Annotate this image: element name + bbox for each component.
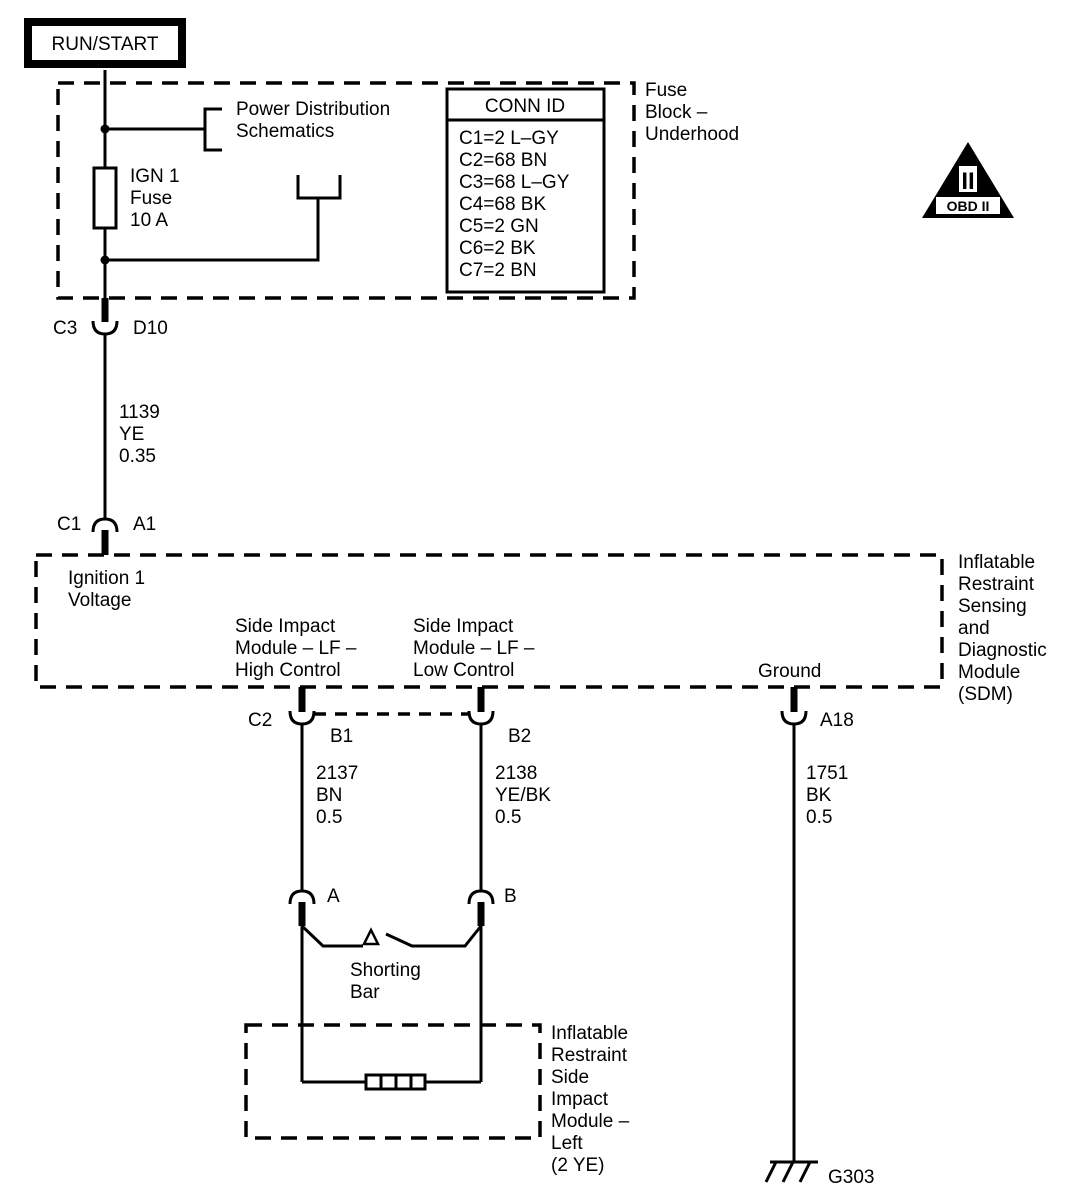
conn-id-item-5: C5=2 GN xyxy=(459,216,539,237)
wire-2137-size: 0.5 xyxy=(316,807,342,828)
sdm-name-line-7: (SDM) xyxy=(958,684,1013,705)
ground-symbol xyxy=(764,1160,818,1183)
connector-b-label: B xyxy=(504,886,517,907)
connector-b1-socket xyxy=(288,710,316,726)
connector-b-socket xyxy=(467,889,495,905)
power-distribution-line-1: Power Distribution xyxy=(236,99,390,120)
sdm-name-line-2: Restraint xyxy=(958,574,1035,595)
wire-1751-size: 0.5 xyxy=(806,807,832,828)
fuse-block-name-line-1: Fuse xyxy=(645,80,687,101)
shorting-bar-label-line-1: Shorting xyxy=(350,960,421,981)
wire-1139-size: 0.35 xyxy=(119,446,156,467)
connector-a18-label: A18 xyxy=(820,710,854,731)
sdm-name-line-4: and xyxy=(958,618,990,639)
connector-b2-label: B2 xyxy=(508,726,531,747)
wire-2137-circuit: 2137 xyxy=(316,763,358,784)
side-module-name-line-1: Inflatable xyxy=(551,1023,628,1044)
ign1-fuse-symbol xyxy=(92,166,118,230)
sdm-high-control-line-3: High Control xyxy=(235,660,341,681)
sdm-outline xyxy=(34,553,944,689)
wire-2137-color: BN xyxy=(316,785,342,806)
connector-a-socket xyxy=(288,889,316,905)
wire-1139-circuit: 1139 xyxy=(119,402,160,423)
fuse-block-name-line-2: Block – xyxy=(645,102,708,123)
side-module-name-line-4: Impact xyxy=(551,1089,609,1110)
wire-1751-circuit: 1751 xyxy=(806,763,848,784)
connector-b2-socket xyxy=(467,710,495,726)
side-module-name-line-3: Side xyxy=(551,1067,589,1088)
connector-c2-label: C2 xyxy=(248,710,272,731)
sdm-ignition-line-1: Ignition 1 xyxy=(68,568,145,589)
power-distribution-bracket xyxy=(105,107,222,152)
conn-id-item-1: C1=2 L–GY xyxy=(459,128,559,149)
connector-a18-socket xyxy=(780,710,808,726)
sdm-high-control-line-1: Side Impact xyxy=(235,616,336,637)
obd-ii-badge: II OBD II xyxy=(922,142,1014,218)
shorting-bar-pivot xyxy=(361,927,381,946)
sdm-ground-label: Ground xyxy=(758,661,821,682)
conn-id-item-6: C6=2 BK xyxy=(459,238,536,259)
power-distribution-line-2: Schematics xyxy=(236,121,334,142)
run-start-label: RUN/START xyxy=(24,18,186,68)
sdm-high-control-line-2: Module – LF – xyxy=(235,638,357,659)
sdm-name-line-3: Sensing xyxy=(958,596,1027,617)
conn-id-item-2: C2=68 BN xyxy=(459,150,547,171)
sdm-ignition-line-2: Voltage xyxy=(68,590,131,611)
fuse-label-line-3: 10 A xyxy=(130,210,168,231)
conn-id-item-7: C7=2 BN xyxy=(459,260,537,281)
connector-a1-socket xyxy=(91,517,119,533)
wire-2138-size: 0.5 xyxy=(495,807,521,828)
conn-id-item-3: C3=68 L–GY xyxy=(459,172,570,193)
connector-d10-label: D10 xyxy=(133,318,168,339)
conn-id-header: CONN ID xyxy=(485,96,565,117)
obd-badge-numeral: II xyxy=(961,168,974,195)
connector-a-label: A xyxy=(327,886,340,907)
shorting-bar xyxy=(300,924,483,948)
run-start-text: RUN/START xyxy=(52,34,159,55)
conn-id-table: CONN ID C1=2 L–GY C2=68 BN C3=68 L–GY C4… xyxy=(445,87,606,294)
wire-1751-color: BK xyxy=(806,785,832,806)
ground-point-label: G303 xyxy=(828,1167,874,1188)
side-module-name-line-5: Module – xyxy=(551,1111,630,1132)
fuse-label-line-2: Fuse xyxy=(130,188,172,209)
wire-1139-color: YE xyxy=(119,424,144,445)
side-module-name-line-6: Left xyxy=(551,1133,583,1154)
conn-id-item-4: C4=68 BK xyxy=(459,194,546,215)
sdm-name-line-1: Inflatable xyxy=(958,552,1035,573)
side-impact-module-outline xyxy=(244,1023,542,1140)
side-module-name-line-2: Restraint xyxy=(551,1045,628,1066)
wire-2138-circuit: 2138 xyxy=(495,763,537,784)
obd-badge-label: OBD II xyxy=(947,198,990,214)
connector-d10-socket xyxy=(91,320,119,336)
sdm-name-line-6: Module xyxy=(958,662,1020,683)
connector-a1-label: A1 xyxy=(133,514,156,535)
connector-c1-label: C1 xyxy=(57,514,81,535)
sdm-low-control-line-3: Low Control xyxy=(413,660,514,681)
sdm-low-control-line-1: Side Impact xyxy=(413,616,514,637)
connector-b1-label: B1 xyxy=(330,726,353,747)
connector-c3-label: C3 xyxy=(53,318,77,339)
fuse-block-name-line-3: Underhood xyxy=(645,124,739,145)
shorting-bar-label-line-2: Bar xyxy=(350,982,380,1003)
fuse-block-outline xyxy=(56,81,636,300)
wire-2138-color: YE/BK xyxy=(495,785,551,806)
fuse-label-line-1: IGN 1 xyxy=(130,166,180,187)
bus-fork-symbol xyxy=(105,175,342,262)
squib-element xyxy=(364,1073,427,1091)
side-module-name-line-7: (2 YE) xyxy=(551,1155,605,1176)
sdm-low-control-line-2: Module – LF – xyxy=(413,638,535,659)
sdm-name-line-5: Diagnostic xyxy=(958,640,1047,661)
